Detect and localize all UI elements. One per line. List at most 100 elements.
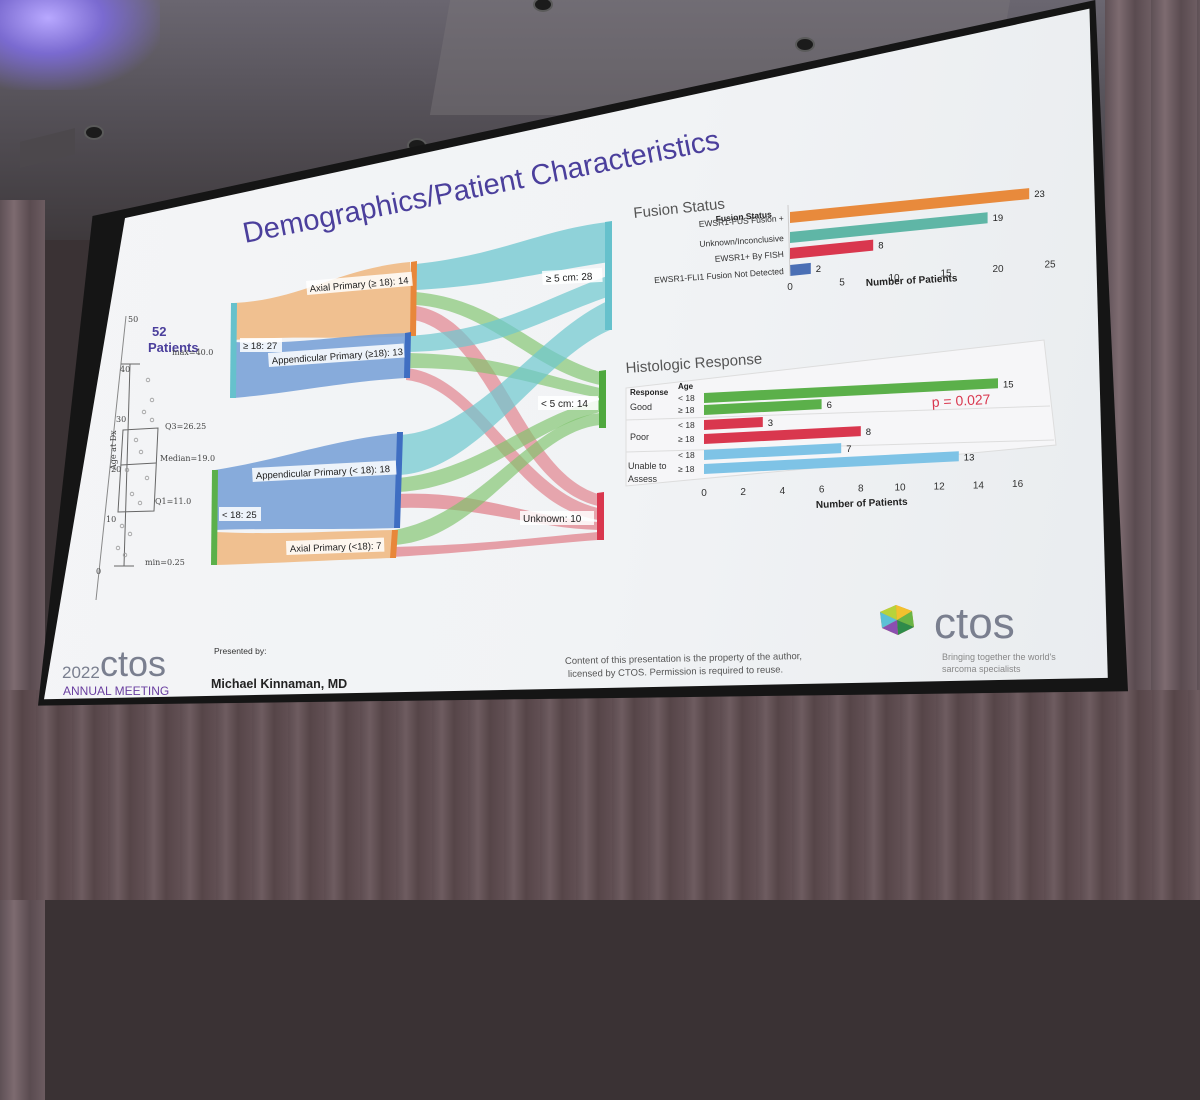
group-good-label: Good [630, 402, 652, 412]
histologic-bar [704, 378, 998, 403]
label-bg [538, 396, 598, 410]
copyright-line-2: licensed by CTOS. Permission is required… [568, 664, 783, 680]
fusion-tick-label: 20 [992, 264, 1004, 275]
fusion-row-label: Unknown/Inconclusive [699, 233, 784, 249]
boxplot-median [120, 462, 157, 466]
ceiling-spotlight [533, 0, 553, 12]
org-brand: ctos [934, 599, 1015, 648]
sankey-diagram: Axial Primary (≥ 18): 14 ≥ 18: 27 Append… [211, 221, 612, 565]
histologic-title: Histologic Response [625, 350, 763, 376]
histologic-response-chart: Histologic Response Response Age Good Po… [625, 339, 1057, 511]
boxplot-min-label: min=0.25 [145, 558, 185, 567]
slide-footer: 2022 ctos ANNUAL MEETING Presented by: M… [62, 599, 1056, 698]
label-bg [240, 338, 282, 352]
fusion-xlabel: Number of Patients [866, 273, 959, 289]
histologic-bar-value: 6 [827, 400, 832, 411]
fusion-bar-value: 8 [878, 241, 883, 252]
node-adult-label: ≥ 18: 27 [243, 341, 277, 352]
fusion-bar [790, 188, 1030, 223]
flow-to-large [416, 222, 610, 290]
ceiling-light [0, 0, 160, 90]
p-value: p = 0.027 [931, 391, 991, 410]
node-small-label: < 5 cm: 14 [541, 399, 588, 410]
fusion-tick-label: 25 [1044, 260, 1056, 271]
node-unknown-bar [597, 492, 604, 540]
org-tagline-2: sarcoma specialists [942, 664, 1021, 674]
patients-label: Patients [148, 340, 199, 355]
histologic-bar-value: 7 [846, 444, 851, 455]
histologic-age-label: ≥ 18 [678, 464, 695, 474]
boxplot-tick: 10 [106, 515, 116, 524]
histologic-tick-label: 0 [701, 488, 707, 499]
boxplot-tick: 50 [128, 315, 138, 324]
fusion-row-label: EWSR1-FUS Fusion + [698, 213, 784, 229]
patients-count: 52 [152, 324, 166, 339]
group-unable-label: Unable to [628, 461, 667, 471]
event-brand: ctos [100, 643, 166, 684]
fusion-bar-value: 2 [816, 264, 821, 275]
flow-adult-axial [234, 262, 414, 340]
histologic-tick-label: 12 [934, 481, 946, 492]
histologic-col-age: Age [678, 382, 694, 391]
boxplot-tick: 0 [96, 567, 101, 576]
boxplot-tick: 30 [116, 415, 126, 424]
histologic-tick-label: 10 [894, 483, 906, 494]
event-name: ANNUAL MEETING [63, 684, 169, 698]
flow-to-large [408, 275, 610, 352]
histologic-bar-value: 15 [1003, 379, 1014, 390]
node-small-bar [599, 370, 606, 428]
flow-to-unknown [392, 532, 598, 557]
fusion-row-label: EWSR1+ By FISH [714, 249, 784, 264]
node-adult-bar [230, 303, 237, 398]
presenter-name: Michael Kinnaman, MD [211, 677, 347, 691]
label-bg [219, 507, 261, 521]
label-bg [286, 537, 385, 555]
histologic-tick-label: 8 [858, 484, 864, 495]
boxplot-box [117, 427, 159, 513]
boxplot-tick: 20 [111, 465, 121, 474]
boxplot-points [115, 377, 155, 558]
group-poor-label: Poor [630, 432, 649, 442]
histologic-bar [704, 399, 822, 415]
label-bg [267, 343, 405, 367]
histologic-col-response: Response [630, 388, 669, 397]
histologic-tick-label: 16 [1012, 479, 1024, 490]
ceiling-spotlight [795, 37, 815, 52]
org-tagline-1: Bringing together the world's [942, 652, 1056, 662]
node-child-bar [211, 470, 218, 565]
fusion-axis [787, 204, 791, 277]
histologic-age-label: < 18 [678, 420, 695, 430]
label-bg [542, 267, 603, 285]
boxplot-median-label: Median=19.0 [160, 454, 215, 463]
histologic-bar [704, 443, 842, 460]
boxplot-max-label: max=40.0 [172, 348, 213, 357]
fusion-bar [790, 262, 811, 276]
boxplot-axis [95, 315, 127, 601]
group-unable-label-2: Assess [628, 474, 658, 484]
age-boxplot: 50 40 30 20 10 0 Age at Dx 52 Patients m… [95, 315, 215, 601]
flow-child-appendicular [215, 433, 400, 530]
histologic-tick-label: 2 [740, 487, 746, 498]
fusion-tick-label: 15 [940, 269, 952, 280]
node-large-label: ≥ 5 cm: 28 [546, 272, 594, 285]
flow-to-small [398, 400, 600, 492]
fusion-tick-label: 5 [839, 278, 845, 289]
histologic-tick-label: 4 [780, 486, 786, 497]
fusion-bar [790, 212, 988, 243]
histologic-age-label: ≥ 18 [678, 405, 695, 415]
histologic-bar-value: 13 [964, 452, 975, 463]
slide-content: Demographics/Patient Characteristics 50 … [62, 124, 1057, 698]
flow-to-large [400, 300, 610, 475]
histologic-tick-label: 6 [819, 485, 825, 496]
label-bg [305, 271, 413, 295]
fusion-bar-value: 23 [1034, 189, 1045, 200]
ceiling-spotlight [84, 125, 104, 140]
histologic-bar [704, 417, 763, 430]
slide-title: Demographics/Patient Characteristics [240, 124, 722, 250]
presented-by-label: Presented by: [214, 646, 266, 656]
node-unknown-label: Unknown: 10 [523, 514, 582, 525]
histologic-bar [704, 426, 861, 444]
